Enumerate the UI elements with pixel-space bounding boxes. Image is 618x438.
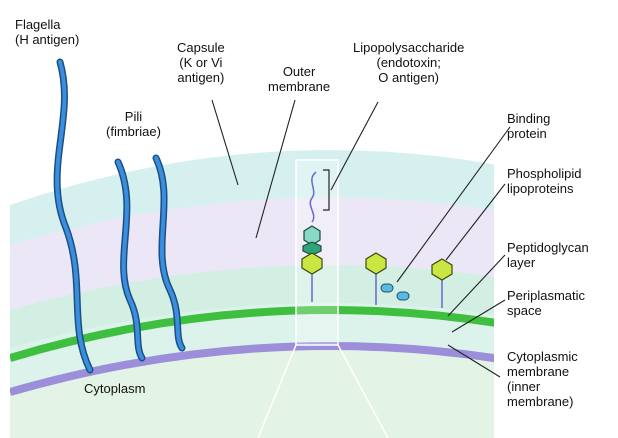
label-cytoplasm: Cytoplasm [84, 381, 145, 396]
label-capsule: Capsule (K or Vi antigen) [177, 40, 225, 85]
label-lipopolysaccharide: Lipopolysaccharide (endotoxin; O antigen… [353, 40, 464, 85]
label-periplasmatic-space: Periplasmatic space [507, 288, 585, 318]
label-peptidoglycan-layer: Peptidoglycan layer [507, 240, 589, 270]
label-flagella: Flagella (H antigen) [15, 17, 79, 47]
label-cytoplasmic-membrane: Cytoplasmic membrane (inner membrane) [507, 349, 578, 409]
label-pili: Pili (fimbriae) [106, 109, 161, 139]
label-phospholipid-lipoproteins: Phospholipid lipoproteins [507, 166, 581, 196]
label-outer-membrane: Outer membrane [268, 64, 330, 94]
label-binding-protein: Binding protein [507, 111, 550, 141]
